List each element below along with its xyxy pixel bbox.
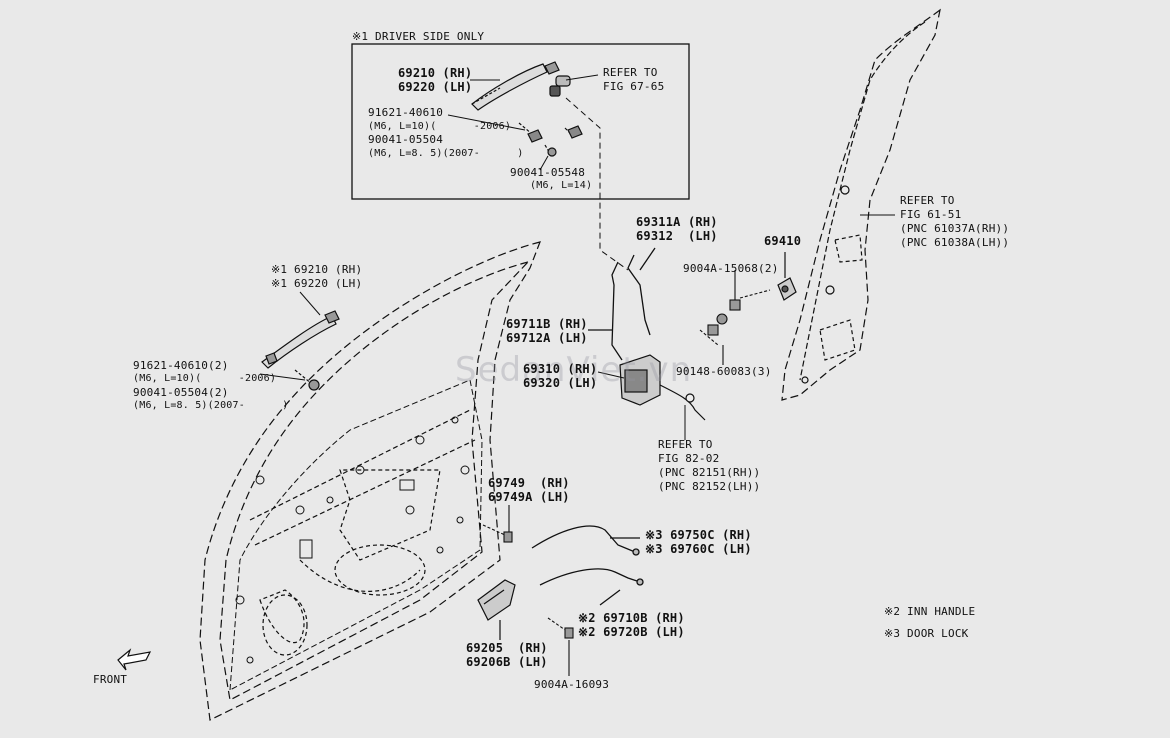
outer-handle xyxy=(261,310,340,369)
refer-wire-pnc-rh: (PNC 82151(RH)) xyxy=(658,466,761,479)
refer-wire-pnc-lh: (PNC 82152(LH)) xyxy=(658,480,761,493)
inner-screw xyxy=(547,617,574,676)
lock-screw-label: 90148-60083(3) xyxy=(676,365,772,378)
inner-handle xyxy=(477,579,516,640)
note-door-lock: ※3 DOOR LOCK xyxy=(884,627,969,640)
inset-bolt-spec-1: (M6, L=10)( -2006) xyxy=(368,121,512,132)
inset-frame xyxy=(351,43,690,200)
inset-bolt-pn-2: 90041-05504 xyxy=(368,133,444,146)
outer-bolt-spec-1: (M6, L=10)( -2006) xyxy=(133,373,277,384)
striker-bolt-label: 9004A-15068(2) xyxy=(683,262,779,275)
outer-handle-lh-label: ※1 69220 (LH) xyxy=(271,277,363,290)
outer-handle-rh-label: ※1 69210 (RH) xyxy=(271,263,363,276)
outer-bolt-pn-2: 90041-05504(2) xyxy=(133,386,229,399)
rod2-rh-label: 69711B (RH) xyxy=(506,317,588,331)
inset-screw-spec: (M6, L=14) xyxy=(530,180,593,191)
refer-wire-fig: FIG 82-02 xyxy=(658,452,720,465)
front-label: FRONT xyxy=(93,673,128,686)
inner-handle-lh-label: 69206B (LH) xyxy=(466,655,548,669)
watermark: SedanViet.vn xyxy=(455,350,693,390)
lock-lh-label: 69320 (LH) xyxy=(523,376,598,390)
refer-wire-label: REFER TO xyxy=(658,438,713,451)
clip-rh-label: 69749 (RH) xyxy=(488,476,570,490)
lock-screws xyxy=(699,313,728,365)
door-lock xyxy=(619,354,706,421)
refer-pillar-fig: FIG 61-51 xyxy=(900,208,962,221)
inset-title: ※1 DRIVER SIDE ONLY xyxy=(352,30,485,43)
cable-lock-lh-label: ※3 69760C (LH) xyxy=(645,542,752,556)
cables xyxy=(531,525,644,606)
note-inn-handle: ※2 INN HANDLE xyxy=(884,605,976,618)
clip-lh-label: 69749A (LH) xyxy=(488,490,570,504)
striker-label: 69410 xyxy=(764,234,802,248)
lock-rh-label: 69310 (RH) xyxy=(523,362,598,376)
rod1-lh-label: 69312 (LH) xyxy=(636,229,718,243)
inset-handle-rh: 69210 (RH) xyxy=(398,66,473,80)
inset-screw-pn: 90041-05548 xyxy=(510,166,586,179)
inset-bolts xyxy=(518,122,583,158)
refer-pillar-pnc-rh: (PNC 61037A(RH)) xyxy=(900,222,1010,235)
outer-bolt-spec-2: (M6, L=8. 5)(2007- ) xyxy=(133,400,289,411)
refer-pillar-label: REFER TO xyxy=(900,194,955,207)
cable-handle-lh-label: ※2 69720B (LH) xyxy=(578,625,685,639)
inset-refer-label: REFER TO xyxy=(603,66,658,79)
door-holes xyxy=(235,416,470,664)
door-panel xyxy=(199,241,541,721)
outer-handle-bolt xyxy=(294,369,320,391)
inset-lock-cylinder xyxy=(549,75,571,97)
rod1-rh-label: 69311A (RH) xyxy=(636,215,718,229)
inner-handle-rh-label: 69205 (RH) xyxy=(466,641,548,655)
inset-handle-lh: 69220 (LH) xyxy=(398,80,473,94)
clip xyxy=(482,505,513,543)
inner-screw-label: 9004A-16093 xyxy=(534,678,610,691)
body-pillar xyxy=(781,8,941,401)
inset-bolt-pn-1: 91621-40610 xyxy=(368,106,444,119)
rods xyxy=(588,247,656,361)
refer-pillar-pnc-lh: (PNC 61038A(LH)) xyxy=(900,236,1010,249)
cable-handle-rh-label: ※2 69710B (RH) xyxy=(578,611,685,625)
striker-bolts xyxy=(729,270,771,311)
inset-outer-handle xyxy=(471,61,560,111)
striker xyxy=(777,252,797,301)
inset-bolt-spec-2: (M6, L=8. 5)(2007- ) xyxy=(368,148,524,159)
inset-refer-fig: FIG 67-65 xyxy=(603,80,665,93)
rod2-lh-label: 69712A (LH) xyxy=(506,331,588,345)
outer-bolt-pn-1: 91621-40610(2) xyxy=(133,359,229,372)
front-arrow-icon xyxy=(117,648,152,671)
cable-lock-rh-label: ※3 69750C (RH) xyxy=(645,528,752,542)
